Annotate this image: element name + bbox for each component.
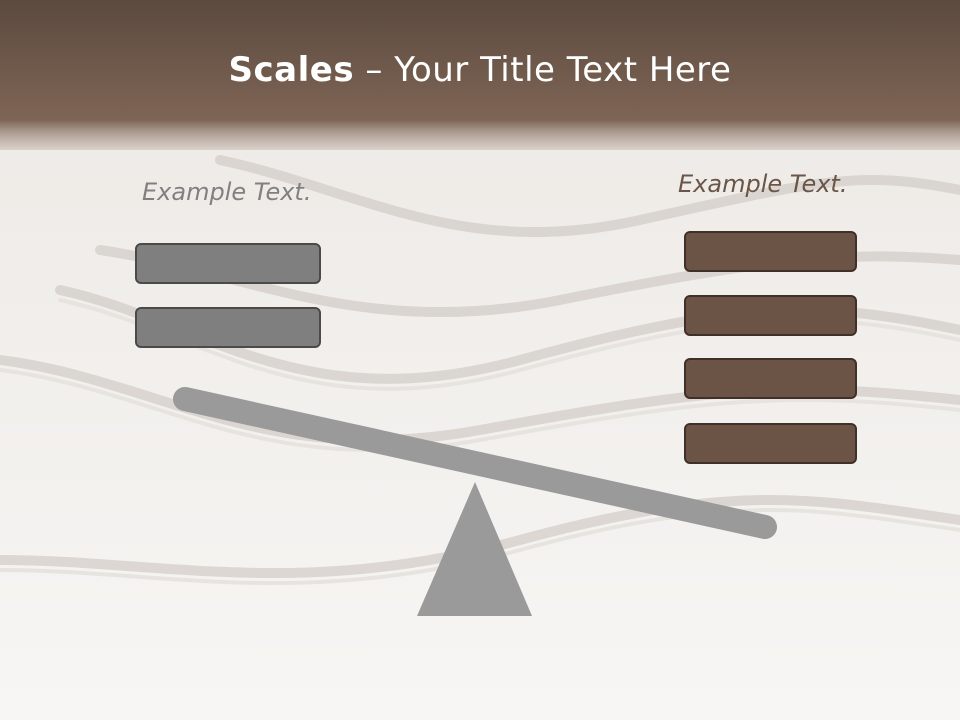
scale-fulcrum xyxy=(417,482,532,616)
title-rest-text: – Your Title Text Here xyxy=(354,50,732,90)
right-example-text[interactable]: Example Text. xyxy=(678,170,848,198)
left-box-2[interactable] xyxy=(135,307,321,348)
right-box-1[interactable] xyxy=(684,231,857,272)
slide-title[interactable]: Scales – Your Title Text Here xyxy=(0,50,960,90)
left-example-text[interactable]: Example Text. xyxy=(142,178,312,206)
right-box-3[interactable] xyxy=(684,358,857,399)
title-bold-text: Scales xyxy=(228,50,355,90)
title-bar xyxy=(0,0,960,150)
left-box-1[interactable] xyxy=(135,243,321,284)
scale-beam xyxy=(173,387,777,539)
right-box-2[interactable] xyxy=(684,295,857,336)
right-box-4[interactable] xyxy=(684,423,857,464)
